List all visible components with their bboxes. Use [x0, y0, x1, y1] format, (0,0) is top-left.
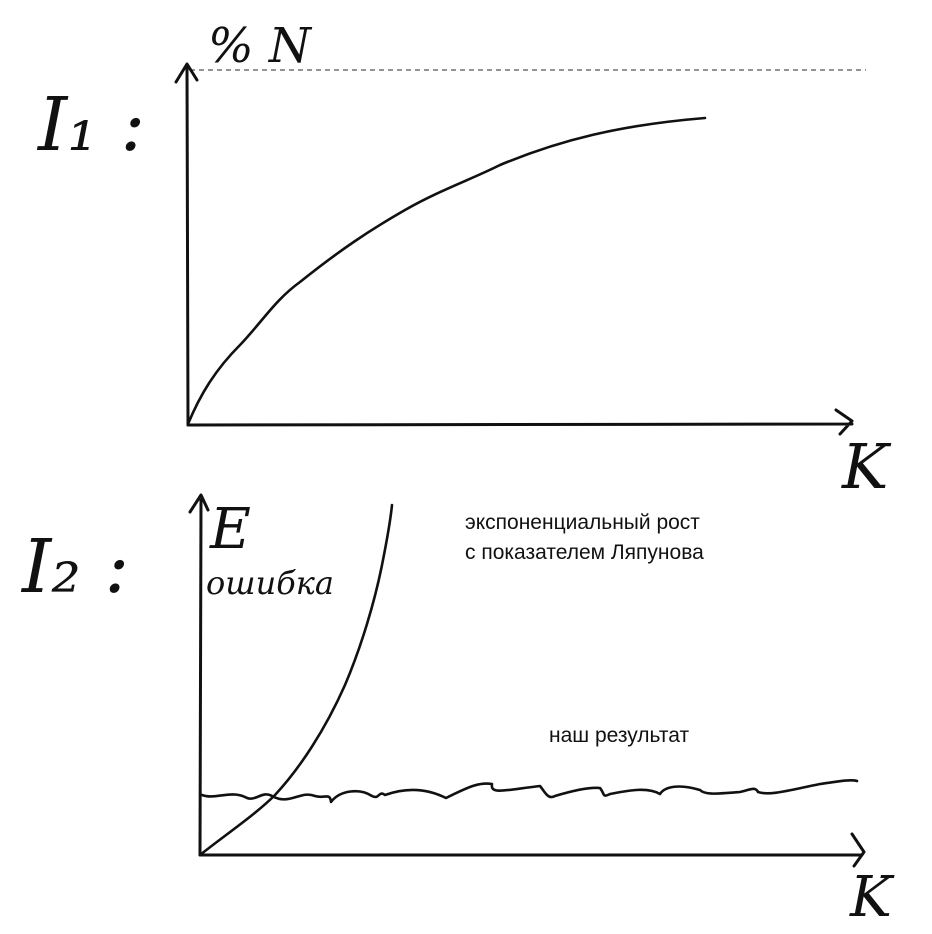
panel-2-y-axis-sublabel: ошибка: [206, 564, 334, 602]
panel-1-label: I₁ :: [36, 82, 145, 168]
panel-2-x-axis: [198, 832, 866, 868]
panel-2-our-result-curve: [200, 779, 859, 804]
panel-1-x-axis-label: K: [841, 430, 892, 503]
annotation-exponential-line1: экспоненциальный рост: [465, 511, 700, 534]
annotation-our-result: наш результат: [549, 724, 689, 747]
panel-2-y-axis: [188, 493, 210, 857]
panel-2: I₂ : E ошибка K экспоненциальный рост с …: [20, 493, 895, 930]
panel-1-y-axis-label: % N: [208, 18, 313, 74]
panel-2-y-axis-label: E: [209, 497, 251, 562]
panel-1-x-axis: [186, 408, 854, 436]
panel-2-x-axis-label: K: [849, 865, 895, 930]
annotation-exponential-line2: с показателем Ляпунова: [465, 541, 704, 564]
panel-2-exponential-curve: [198, 503, 394, 857]
panel-1-y-axis: [174, 62, 199, 427]
panel-2-label: I₂ :: [20, 524, 129, 610]
panel-1: I₁ : % N K: [36, 18, 892, 503]
panel-1-curve: [186, 116, 707, 426]
